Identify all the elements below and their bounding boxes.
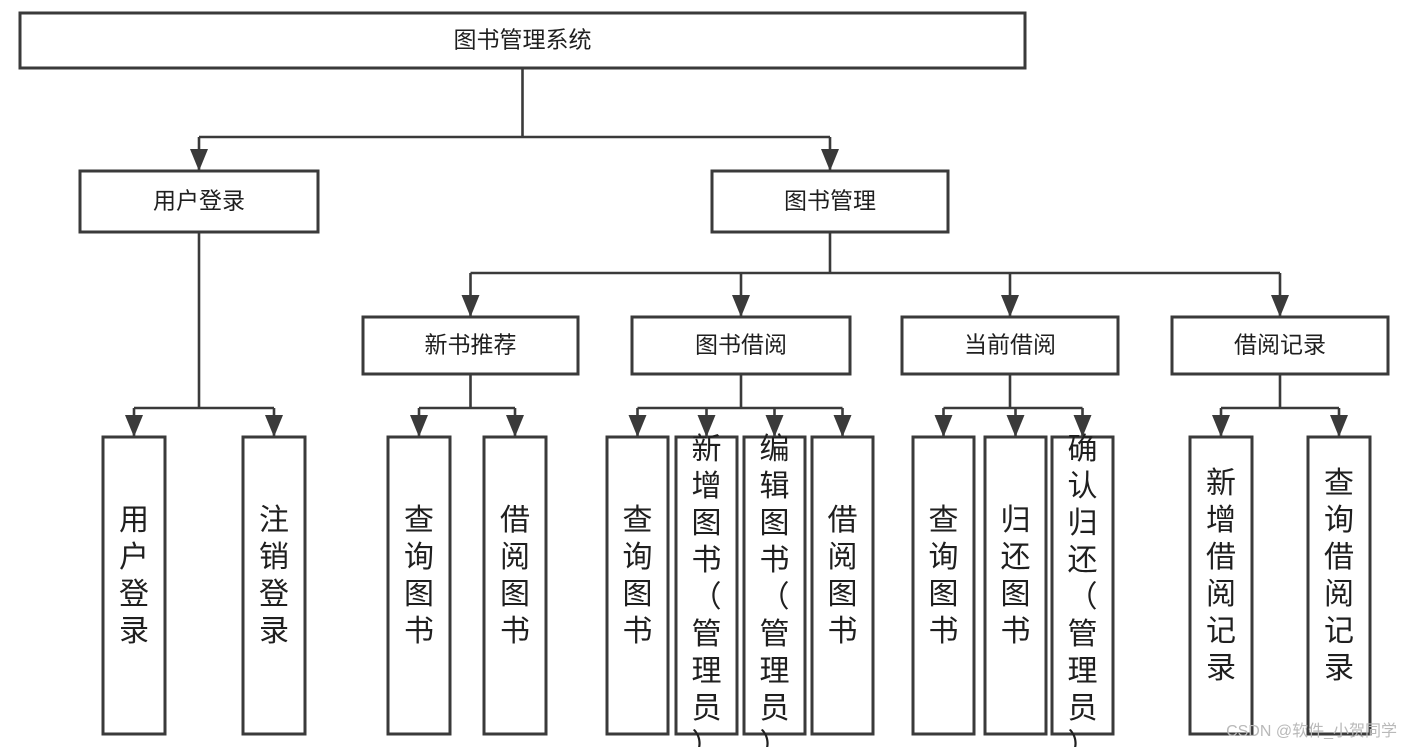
arrow-head-icon [506,415,524,437]
arrow-head-icon [1001,295,1019,317]
root-node-book-management-system[interactable]: 图书管理系统 [18,11,1027,70]
leaf-node-2[interactable]: 查询图书 [386,435,452,736]
level3-node-3-box[interactable] [1170,315,1390,376]
level3-node-0[interactable]: 新书推荐 [361,315,580,376]
arrow-head-icon [1073,415,1092,437]
leaf-node-3-box[interactable] [482,435,548,736]
leaf-node-11-box[interactable] [1188,435,1254,736]
level2-node-0-box[interactable] [78,169,320,234]
leaf-node-5[interactable]: 新增图书（管理员） [674,433,739,747]
arrow-head-icon [410,415,428,437]
root-node-book-management-system-label: 图书管理系统 [454,27,592,53]
leaf-node-10[interactable]: 确认归还（管理员） [1050,433,1115,747]
level3-node-0-label: 新书推荐 [425,332,517,358]
leaf-node-10-label: 确认归还（管理员） [1068,433,1098,747]
level3-node-1[interactable]: 图书借阅 [630,315,852,376]
level3-node-2-label: 当前借阅 [964,332,1056,358]
level2-node-1[interactable]: 图书管理 [710,169,950,234]
arrow-head-icon [1212,415,1230,437]
leaf-node-9[interactable]: 归还图书 [983,435,1048,736]
arrow-head-icon [732,295,750,317]
arrow-head-icon [821,149,839,171]
arrow-head-icon [697,415,716,437]
leaf-node-9-label: 归还图书 [1001,504,1031,648]
leaf-node-1-box[interactable] [241,435,307,736]
arrow-head-icon [934,415,953,437]
leaf-node-7-box[interactable] [810,435,875,736]
level2-node-0[interactable]: 用户登录 [78,169,320,234]
level3-node-2[interactable]: 当前借阅 [900,315,1120,376]
leaf-node-2-label: 查询图书 [404,504,434,648]
arrow-head-icon [1006,415,1025,437]
root-node-book-management-system-box[interactable] [18,11,1027,70]
leaf-node-11[interactable]: 新增借阅记录 [1188,435,1254,736]
leaf-node-3[interactable]: 借阅图书 [482,435,548,736]
arrow-head-icon [125,415,143,437]
level3-node-2-box[interactable] [900,315,1120,376]
leaf-node-6[interactable]: 编辑图书（管理员） [742,433,807,747]
leaf-node-7[interactable]: 借阅图书 [810,435,875,736]
arrow-head-icon [1330,415,1348,437]
leaf-node-9-box[interactable] [983,435,1048,736]
arrow-head-icon [628,415,647,437]
leaf-node-1-label: 注销登录 [259,504,289,648]
level3-node-0-box[interactable] [361,315,580,376]
leaf-node-1[interactable]: 注销登录 [241,435,307,736]
level2-node-1-box[interactable] [710,169,950,234]
leaf-node-10-box[interactable] [1050,435,1115,736]
level3-node-3[interactable]: 借阅记录 [1170,315,1390,376]
leaf-node-4-box[interactable] [605,435,670,736]
leaf-node-11-label: 新增借阅记录 [1206,467,1236,685]
level3-node-1-label: 图书借阅 [695,332,787,358]
arrow-head-icon [190,149,208,171]
leaf-node-2-box[interactable] [386,435,452,736]
level2-node-1-label: 图书管理 [784,188,876,214]
arrow-head-icon [1271,295,1289,317]
level3-node-1-box[interactable] [630,315,852,376]
level3-node-3-label: 借阅记录 [1234,332,1326,358]
leaf-node-5-box[interactable] [674,435,739,736]
leaf-node-7-label: 借阅图书 [828,504,858,648]
leaf-node-12-label: 查询借阅记录 [1324,467,1354,685]
leaf-node-4[interactable]: 查询图书 [605,435,670,736]
leaf-node-4-label: 查询图书 [623,504,653,648]
leaf-node-6-box[interactable] [742,435,807,736]
leaf-node-0-box[interactable] [101,435,167,736]
leaf-node-3-label: 借阅图书 [500,504,530,648]
arrow-head-icon [833,415,852,437]
leaf-node-12[interactable]: 查询借阅记录 [1306,435,1372,736]
level2-node-0-label: 用户登录 [153,188,245,214]
leaf-node-12-box[interactable] [1306,435,1372,736]
arrow-head-icon [765,415,784,437]
leaf-node-0[interactable]: 用户登录 [101,435,167,736]
leaf-node-6-label: 编辑图书（管理员） [760,433,790,747]
arrow-head-icon [461,295,480,317]
leaf-node-8-label: 查询图书 [929,504,959,648]
leaf-node-8[interactable]: 查询图书 [911,435,976,736]
leaf-node-0-label: 用户登录 [119,504,149,648]
arrow-head-icon [265,415,283,437]
node-layer: 图书管理系统用户登录图书管理新书推荐图书借阅当前借阅借阅记录用户登录注销登录查询… [18,11,1390,747]
connector-layer [125,68,1348,437]
leaf-node-5-label: 新增图书（管理员） [692,433,722,747]
leaf-node-8-box[interactable] [911,435,976,736]
